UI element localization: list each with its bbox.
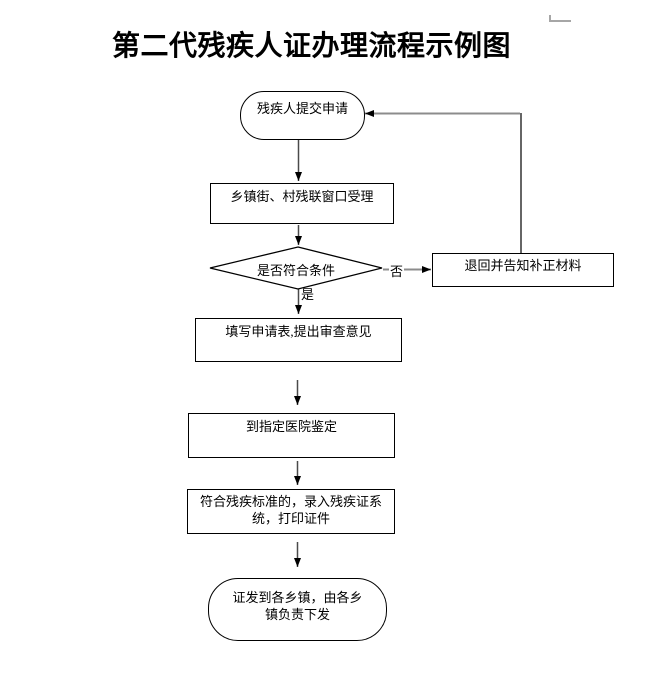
node-record-print-label: 符合残疾标准的，录入残疾证系 统，打印证件 (199, 494, 382, 526)
flowchart-node-record-print: 符合残疾标准的，录入残疾证系 统，打印证件 (187, 489, 395, 534)
flowchart-node-decision-label: 是否符合条件 (256, 263, 335, 278)
edge-label-yes: 是 (301, 287, 315, 302)
flowchart-node-fill-form: 填写申请表,提出审查意见 (195, 318, 402, 362)
flowchart-node-accept: 乡镇街、村残联窗口受理 (210, 183, 394, 224)
edge-label-no: 否 (389, 264, 405, 279)
corner-mark-icon (549, 15, 571, 22)
page-title: 第二代残疾人证办理流程示例图 (112, 31, 512, 62)
node-return-label: 退回并告知补正材料 (464, 258, 582, 273)
flowchart-node-start: 残疾人提交申请 (240, 91, 365, 140)
node-hospital-label: 到指定医院鉴定 (245, 419, 337, 434)
node-distribute-label: 证发到各乡镇，由各乡 镇负责下发 (232, 590, 363, 622)
flowchart-node-return: 退回并告知补正材料 (432, 253, 614, 287)
decision-diamond-shape (209, 246, 383, 290)
node-accept-label: 乡镇街、村残联窗口受理 (230, 189, 374, 204)
node-fill-form-label: 填写申请表,提出审查意见 (225, 324, 372, 339)
flowchart-node-hospital: 到指定医院鉴定 (188, 413, 395, 458)
node-start-label: 残疾人提交申请 (256, 101, 348, 116)
flowchart-node-distribute: 证发到各乡镇，由各乡 镇负责下发 (208, 578, 387, 641)
